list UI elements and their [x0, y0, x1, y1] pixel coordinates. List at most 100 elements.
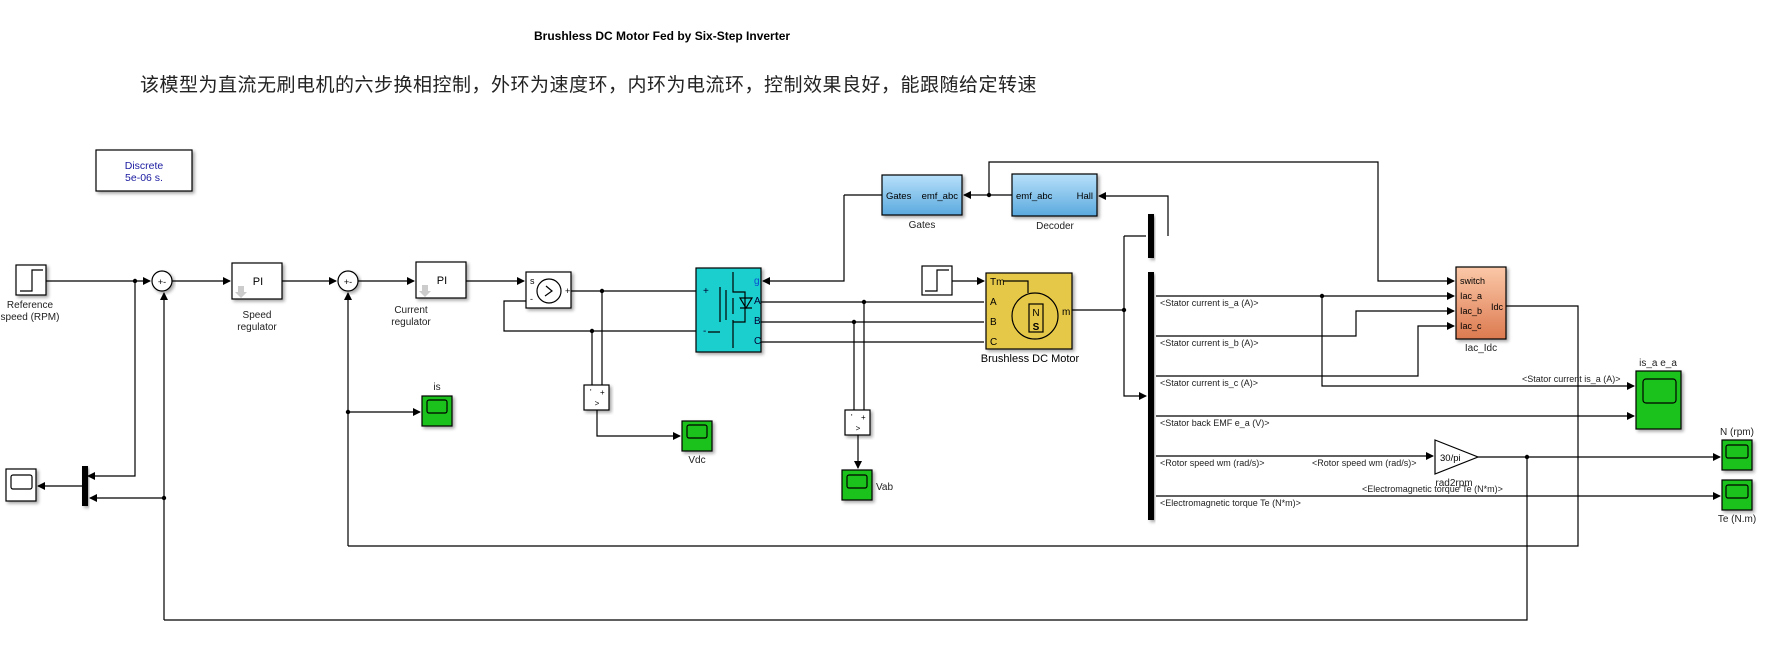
rad2rpm-gain[interactable]: 30/pi rad2rpm [1434, 439, 1480, 489]
vab-scope[interactable]: Vab [841, 469, 893, 501]
source-icon [544, 285, 553, 297]
svg-text:s: s [530, 276, 535, 286]
svg-text:30/pi: 30/pi [1440, 453, 1461, 464]
vdc-scope[interactable]: Vdc [681, 420, 713, 466]
signal-label-is-b: <Stator current is_b (A)> [1160, 338, 1259, 348]
svg-text:Vdc: Vdc [688, 455, 705, 466]
svg-text:A: A [990, 297, 997, 308]
svg-text:N: N [1032, 308, 1039, 319]
svg-text:PI: PI [437, 275, 447, 287]
iac-idc-subsystem[interactable]: switch Iac_a Iac_b Iac_c Idc Iac_Idc [1455, 266, 1507, 354]
svg-text:regulator: regulator [237, 322, 277, 333]
reference-speed-step[interactable]: Reference speed (RPM) [1, 264, 60, 323]
isa-ea-scope[interactable]: is_a e_a [1635, 358, 1682, 430]
speed-regulator-block[interactable]: PI Speed regulator [231, 262, 283, 333]
hall-bus-selector[interactable] [1148, 214, 1154, 258]
svg-text:emf_abc: emf_abc [1016, 191, 1053, 202]
step-icon [925, 269, 949, 292]
svg-text:-: - [530, 294, 533, 304]
current-error-sum[interactable]: +- [337, 270, 359, 292]
te-scope[interactable]: Te (N.m) [1718, 479, 1756, 525]
svg-text:N (rpm): N (rpm) [1720, 427, 1754, 438]
vab-voltage-measurement[interactable]: ' + > [844, 409, 871, 436]
svg-text:+-: +- [158, 277, 166, 287]
gates-subsystem[interactable]: Gates emf_abc Gates [881, 174, 963, 231]
svg-text:>: > [856, 424, 861, 433]
svg-text:B: B [754, 316, 761, 327]
discrete-arrow-icon [419, 285, 431, 297]
brushless-dc-motor[interactable]: Tm A B C m N S Brushless DC Motor [981, 272, 1080, 365]
is-scope[interactable]: is [421, 382, 453, 427]
speed-scope[interactable] [5, 468, 37, 502]
svg-text:+-: +- [344, 277, 352, 287]
svg-text:Gates: Gates [886, 191, 912, 202]
svg-text:Hall: Hall [1077, 191, 1093, 202]
decoder-subsystem[interactable]: emf_abc Hall Decoder [1011, 173, 1098, 232]
svg-text:A: A [754, 296, 761, 307]
svg-text:': ' [590, 388, 592, 397]
discrete-arrow-icon [235, 286, 247, 298]
scope-icon [1642, 378, 1677, 404]
speed-error-sum[interactable]: +- [151, 270, 173, 292]
svg-text:m: m [1062, 307, 1070, 318]
signal-label-is-c: <Stator current is_c (A)> [1160, 378, 1258, 388]
svg-text:is: is [433, 382, 440, 393]
svg-text:+: + [861, 413, 866, 422]
powergui-mode: Discrete [125, 160, 164, 172]
signal-label-te: <Electromagnetic torque Te (N*m)> [1160, 498, 1301, 508]
scope-icon [846, 474, 868, 489]
scope-icon [426, 399, 448, 414]
six-step-inverter[interactable]: + - g A B C [695, 267, 762, 353]
signal-lines [37, 161, 1721, 621]
svg-text:Current: Current [394, 305, 428, 316]
svg-text:C: C [754, 336, 761, 347]
model-title: Brushless DC Motor Fed by Six-Step Inver… [534, 29, 791, 43]
svg-text:-: - [703, 326, 706, 337]
svg-text:speed (RPM): speed (RPM) [1, 312, 60, 323]
scope-icon [1725, 444, 1749, 459]
model-description: 该模型为直流无刷电机的六步换相控制，外环为速度环，内环为电流环，控制效果良好，能… [140, 74, 1038, 96]
svg-text:g: g [754, 276, 760, 287]
svg-text:>: > [595, 399, 600, 408]
load-torque-step[interactable] [921, 265, 953, 296]
scope-icon [686, 424, 708, 439]
signal-label-is-a-2: <Stator current is_a (A)> [1522, 374, 1621, 384]
svg-text:S: S [1033, 322, 1040, 333]
svg-text:rad2rpm: rad2rpm [1435, 478, 1472, 489]
svg-text:Gates: Gates [909, 220, 936, 231]
svg-text:Te (N.m): Te (N.m) [1718, 514, 1756, 525]
signal-label-is-a: <Stator current is_a (A)> [1160, 298, 1259, 308]
controlled-voltage-source[interactable]: s + - [525, 271, 572, 309]
svg-text:C: C [990, 337, 997, 348]
signal-label-wm-2: <Rotor speed wm (rad/s)> [1312, 458, 1417, 468]
scope-mux[interactable] [82, 466, 88, 506]
svg-text:B: B [990, 317, 997, 328]
svg-text:Decoder: Decoder [1036, 221, 1074, 232]
n-rpm-scope[interactable]: N (rpm) [1720, 427, 1754, 471]
powergui-block[interactable]: Discrete 5e-06 s. [95, 149, 193, 192]
svg-text:Vab: Vab [876, 482, 893, 493]
powergui-sample-time: 5e-06 s. [125, 172, 163, 184]
svg-text:emf_abc: emf_abc [922, 191, 959, 202]
signal-label-emf-a: <Stator back EMF e_a (V)> [1160, 418, 1270, 428]
signal-label-te-2: <Electromagnetic torque Te (N*m)> [1362, 484, 1503, 494]
svg-text:switch: switch [1460, 276, 1485, 286]
svg-text:Iac_Idc: Iac_Idc [1465, 343, 1497, 354]
svg-text:+: + [703, 286, 709, 297]
svg-text:is_a e_a: is_a e_a [1639, 358, 1677, 369]
measurement-bus-selector[interactable] [1148, 272, 1154, 520]
svg-text:': ' [851, 413, 853, 422]
current-regulator-block[interactable]: PI Current regulator [391, 261, 467, 328]
igbt-icon [708, 272, 746, 348]
vdc-voltage-measurement[interactable]: ' + > [583, 384, 610, 411]
svg-text:Reference: Reference [7, 300, 54, 311]
svg-text:PI: PI [253, 276, 263, 288]
svg-text:Iac_b: Iac_b [1460, 306, 1482, 316]
step-icon [20, 269, 43, 292]
svg-text:+: + [565, 286, 570, 296]
scope-icon [1725, 484, 1749, 499]
svg-text:Tm: Tm [990, 277, 1004, 288]
svg-text:Brushless DC Motor: Brushless DC Motor [981, 353, 1080, 365]
svg-text:+: + [600, 388, 605, 397]
